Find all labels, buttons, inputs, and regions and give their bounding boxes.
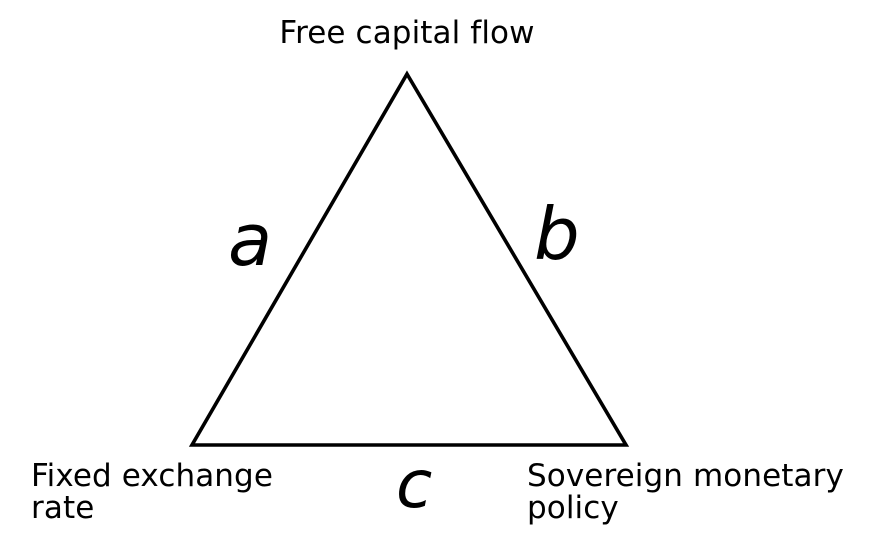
edge-label-a: a [228, 198, 273, 282]
edge-label-c: c [396, 446, 433, 523]
corner-label-bottom-left-line2: rate [31, 489, 95, 526]
edge-label-b: b [534, 192, 580, 276]
corner-label-top: Free capital flow [279, 15, 535, 51]
corner-label-bottom-left-line1: Fixed exchange [31, 458, 273, 494]
corner-label-bottom-right-line1: Sovereign monetary [527, 458, 844, 494]
corner-label-bottom-right-line2: policy [527, 489, 619, 526]
triangle-outline [188, 70, 630, 447]
